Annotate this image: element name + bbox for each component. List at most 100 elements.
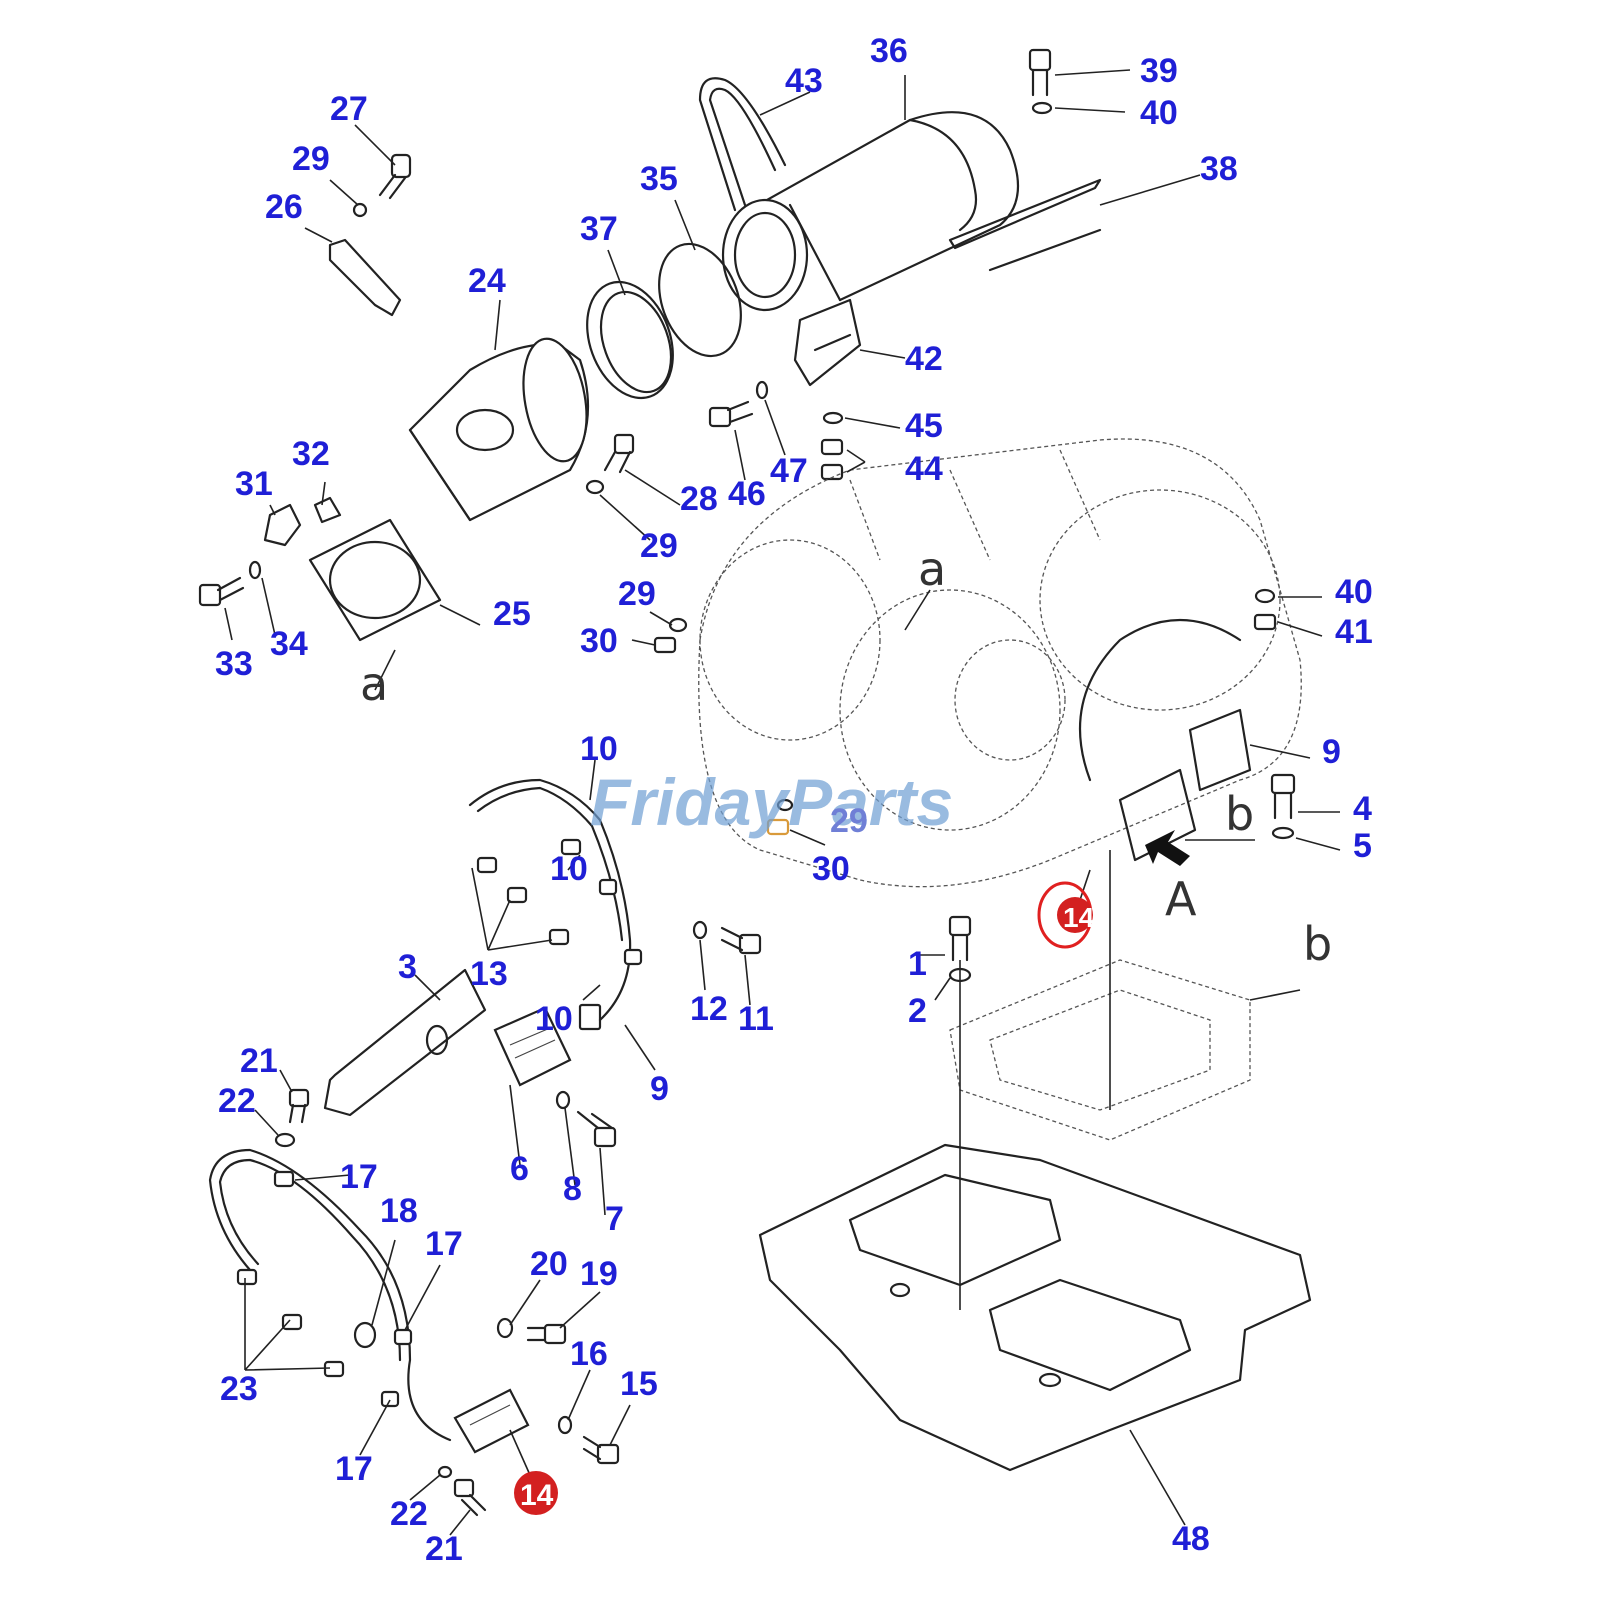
part-11-bolt [720, 926, 762, 955]
part-29-washer-wm [776, 798, 794, 812]
part-30-nut-wm [766, 818, 790, 836]
callout-40: 40 [1140, 94, 1178, 132]
part-29-washer-mid [585, 479, 605, 495]
part-43-u-bolt [698, 77, 787, 212]
callout-15: 15 [620, 1365, 658, 1403]
part-40-washer-top [1031, 101, 1053, 115]
callout-26: 26 [265, 188, 303, 226]
part-18-connector [353, 1321, 377, 1349]
callout-33: 33 [215, 645, 253, 683]
part-28-bolt [603, 433, 635, 474]
callout-14-bottom: 14 [514, 1471, 558, 1515]
part-22-washer-top [274, 1132, 296, 1148]
part-47-washer [755, 380, 769, 400]
part-48-frame [758, 960, 1312, 1472]
leader-lines [224, 69, 1341, 1536]
callout-29: 29 [830, 802, 868, 840]
part-16-washer [557, 1415, 573, 1435]
watermark-fridayparts: FridayParts [590, 765, 953, 839]
callout-16: 16 [570, 1335, 608, 1373]
callout-12: 12 [690, 990, 728, 1028]
callout-36: 36 [870, 32, 908, 70]
view-A-arrow [1145, 830, 1190, 866]
ref-letter-a-left: a [360, 657, 388, 711]
callout-9: 9 [650, 1070, 669, 1108]
part-39-bolt [1028, 48, 1052, 97]
ref-letter-b-upper: b [1225, 787, 1254, 841]
part-13-nuts [476, 856, 570, 946]
part-44-nut-a [820, 438, 844, 456]
part-46-bolt [708, 400, 754, 428]
callout-1: 1 [908, 945, 927, 983]
callout-34: 34 [270, 625, 308, 663]
callout-17: 17 [335, 1450, 373, 1488]
part-8-washer [555, 1090, 571, 1110]
part-12-washer [692, 920, 708, 940]
part-26-link [328, 238, 402, 317]
callout-44: 44 [905, 450, 943, 488]
part-20-washer [496, 1317, 514, 1339]
part-31-sensor [263, 503, 302, 547]
callout-31: 31 [235, 465, 273, 503]
part-14-module [453, 1388, 530, 1454]
callout-27: 27 [330, 90, 368, 128]
part-23-nuts [236, 1268, 345, 1378]
callout-29: 29 [292, 140, 330, 178]
callout-21: 21 [240, 1042, 278, 1080]
part-21-bolt-top [288, 1088, 310, 1124]
callout-5: 5 [1353, 827, 1372, 865]
callout-10: 10 [550, 850, 588, 888]
part-6-controller [493, 1003, 602, 1087]
callout-13: 13 [470, 955, 508, 993]
callout-46: 46 [728, 475, 766, 513]
part-36-exhaust-pipe [721, 111, 1020, 312]
callout-6: 6 [510, 1150, 529, 1188]
callout-22: 22 [390, 1495, 428, 1533]
part-3-bracket [323, 968, 487, 1117]
mount-base-phantom [949, 850, 1251, 1141]
callout-37: 37 [580, 210, 618, 248]
callout-28: 28 [680, 480, 718, 518]
part-35-clamp-ring [658, 242, 742, 358]
callout-35: 35 [640, 160, 678, 198]
callout-21: 21 [425, 1530, 463, 1568]
part-25-gasket [308, 518, 442, 642]
callout-19: 19 [580, 1255, 618, 1293]
callout-14-highlighted: 14 [1037, 881, 1095, 949]
callout-17: 17 [425, 1225, 463, 1263]
callout-7: 7 [605, 1200, 624, 1238]
callout-48: 48 [1172, 1520, 1210, 1558]
callout-22: 22 [218, 1082, 256, 1120]
part-45-washer [822, 411, 844, 425]
callout-2: 2 [908, 992, 927, 1030]
part-1-bolt [948, 915, 972, 962]
callout-29: 29 [618, 575, 656, 613]
part-37-band-clamp [586, 280, 674, 400]
ref-letter-a-engine: a [918, 542, 946, 596]
callout-14-bottom-text: 14 [520, 1479, 554, 1512]
part-17-harness-lower [208, 1148, 452, 1442]
part-38-gasket-strip [948, 178, 1102, 272]
part-15-bolt [582, 1435, 620, 1465]
part-41-nut [1253, 613, 1277, 631]
part-30-nut-left [653, 636, 677, 654]
part-21-bolt-lower [453, 1478, 487, 1517]
callout-4: 4 [1353, 790, 1372, 828]
callout-25: 25 [493, 595, 531, 633]
callout-23: 23 [220, 1370, 258, 1408]
callout-11: 11 [738, 1000, 774, 1038]
part-22-washer-lower [437, 1465, 453, 1479]
part-7-bolt [576, 1110, 617, 1148]
part-33-bolt [198, 576, 245, 607]
callout-32: 32 [292, 435, 330, 473]
part-34-washer [248, 560, 262, 580]
callout-9: 9 [1322, 733, 1341, 771]
callout-38: 38 [1200, 150, 1238, 188]
part-29-washer-left [668, 617, 688, 633]
callout-17: 17 [340, 1158, 378, 1196]
part-24-elbow-housing [408, 337, 590, 522]
callout-43: 43 [785, 62, 823, 100]
part-19-bolt [526, 1323, 567, 1345]
ref-letter-A: A [1165, 872, 1197, 926]
